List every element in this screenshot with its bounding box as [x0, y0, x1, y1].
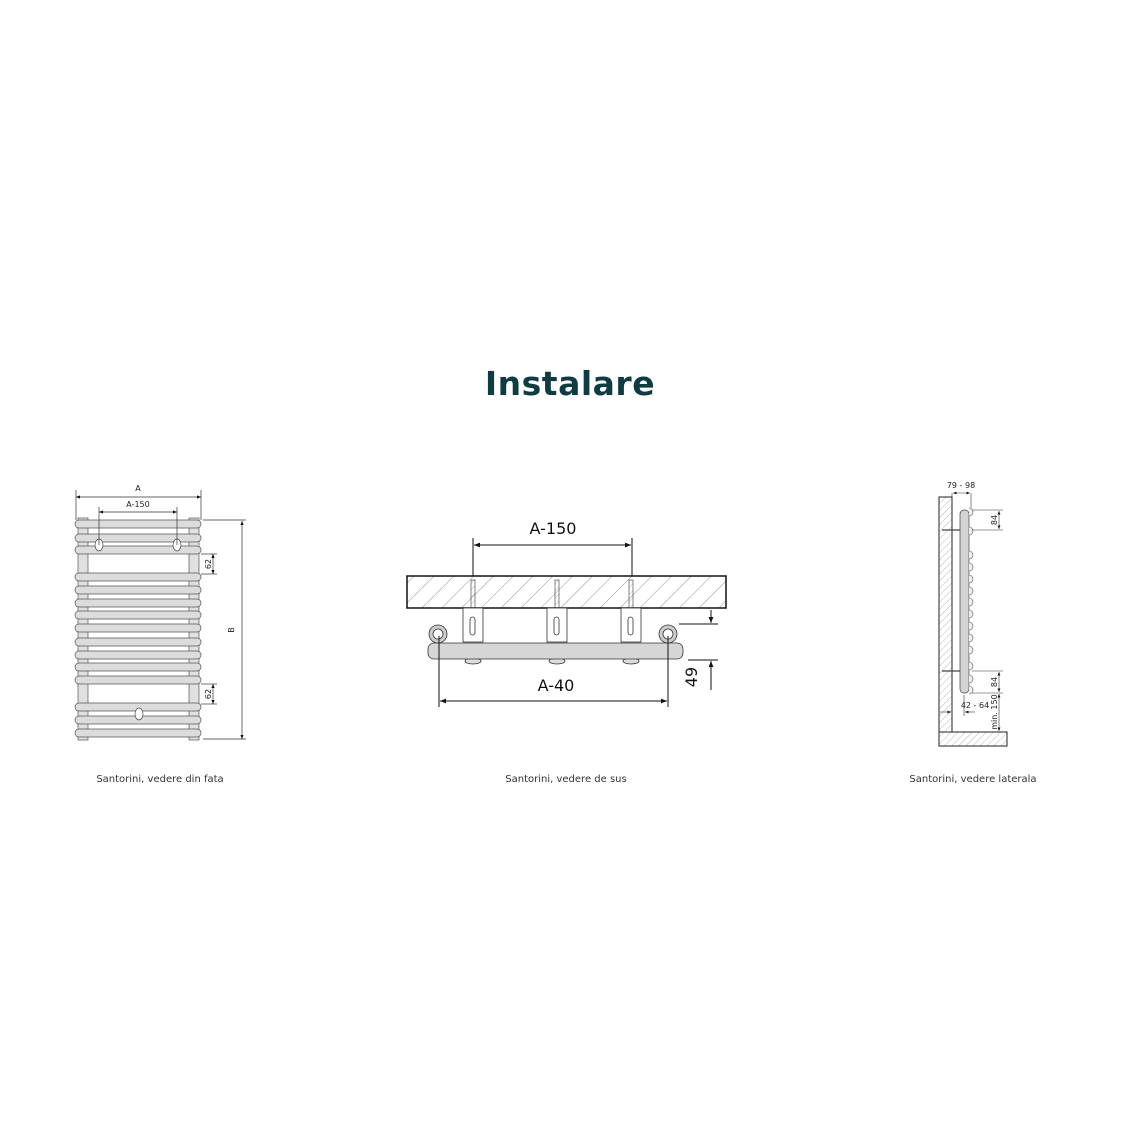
radiator-fin: [968, 597, 974, 607]
radiator-bar: [74, 728, 202, 738]
radiator-bar: [74, 585, 202, 595]
radiator-fin: [968, 507, 974, 517]
front-view: [74, 517, 202, 741]
radiator-fin: [968, 550, 974, 560]
wall-anchor: [470, 579, 476, 609]
radiator-bar: [74, 572, 202, 582]
floor-section: [938, 731, 1008, 747]
dim-84-bottom-label: 84: [990, 677, 999, 687]
dim-49-label: 49: [682, 667, 701, 687]
top-view-caption: Santorini, vedere de sus: [505, 774, 626, 785]
connection-port: [134, 707, 144, 721]
radiator-bar: [74, 545, 202, 555]
dim-a40-label: A-40: [538, 676, 575, 695]
radiator-bar: [74, 650, 202, 660]
radiator-column: [959, 509, 970, 694]
dim-84-top-label: 84: [990, 515, 999, 525]
radiator-fin: [968, 633, 974, 643]
wall-anchor: [554, 579, 560, 609]
radiator-fin: [968, 685, 974, 695]
dim-floor-label: min. 150: [990, 694, 999, 729]
radiator-bar: [74, 610, 202, 620]
radiator-fin: [968, 526, 974, 536]
front-view-caption: Santorini, vedere din fata: [96, 774, 223, 785]
side-view: [938, 496, 1008, 747]
front-view-dimensions: [75, 490, 246, 740]
radiator-bar: [427, 642, 684, 660]
radiator-fin: [968, 645, 974, 655]
dim-62-top-label: 62: [204, 559, 213, 569]
wall-section: [938, 496, 953, 733]
side-view-caption: Santorini, vedere laterala: [909, 774, 1036, 785]
radiator-fin: [968, 609, 974, 619]
radiator-bar: [74, 675, 202, 685]
radiator-bar: [74, 519, 202, 529]
radiator-bar: [74, 662, 202, 672]
radiator-bar: [74, 598, 202, 608]
top-view: [406, 538, 727, 707]
radiator-fin: [968, 574, 974, 584]
dim-b-label: B: [227, 627, 236, 633]
radiator-bar: [74, 623, 202, 633]
radiator-fin: [968, 674, 974, 684]
dim-a-label: A: [135, 484, 141, 493]
dim-62-bottom-label: 62: [204, 689, 213, 699]
radiator-fin: [968, 586, 974, 596]
radiator-fin: [968, 661, 974, 671]
radiator-fin: [968, 621, 974, 631]
dim-a150-label: A-150: [530, 519, 577, 538]
radiator-fin: [968, 562, 974, 572]
page-title: Instalare: [484, 364, 656, 403]
dim-wall-label: 42 - 64: [961, 701, 989, 710]
radiator-bar: [74, 533, 202, 543]
dim-a150-label: A-150: [126, 500, 149, 509]
dim-depth-label: 79 - 98: [947, 481, 975, 490]
wall-section: [406, 575, 727, 609]
radiator-bar: [74, 637, 202, 647]
wall-anchor: [628, 579, 634, 609]
